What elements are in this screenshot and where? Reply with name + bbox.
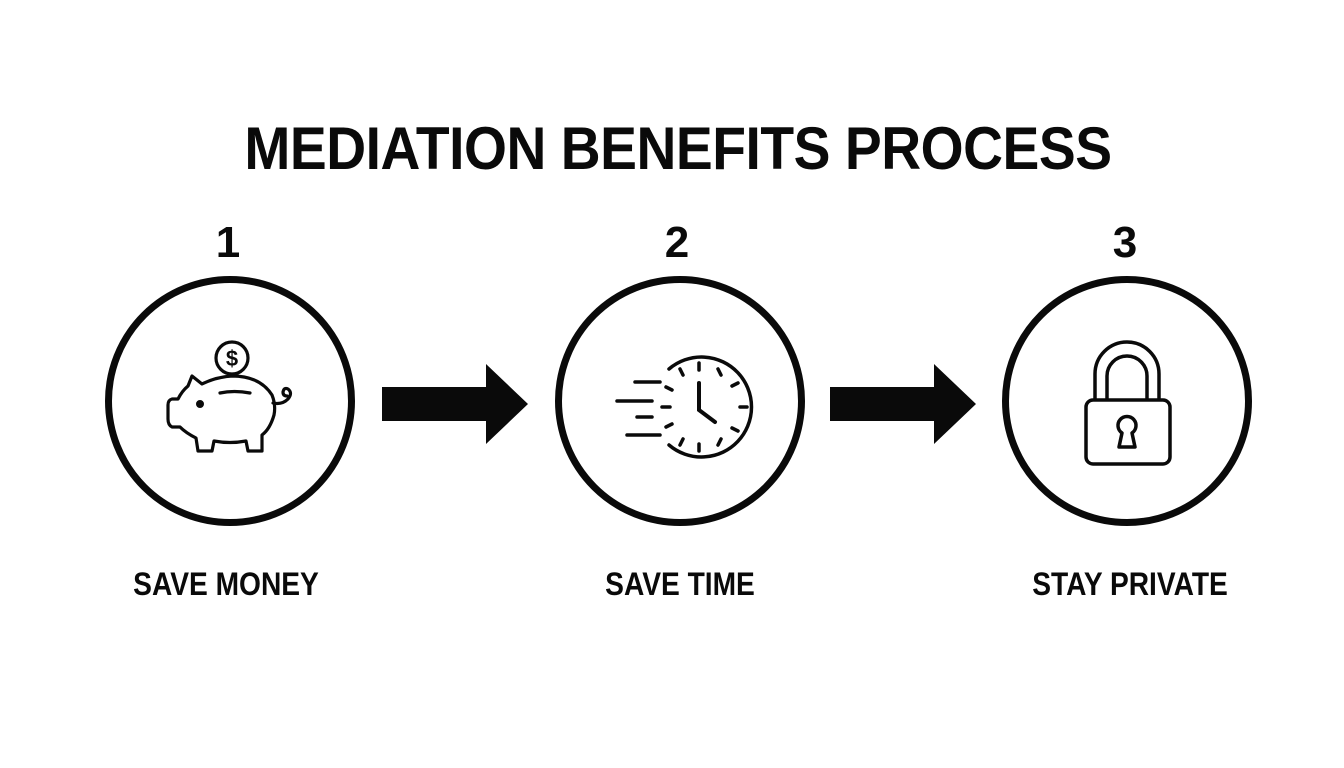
- step-circle: [1002, 276, 1252, 526]
- step-label: SAVE TIME: [605, 566, 755, 602]
- svg-text:$: $: [226, 346, 238, 371]
- step-number: 2: [664, 218, 690, 267]
- fast-clock-icon: [615, 355, 754, 459]
- step-number: 1: [215, 218, 241, 267]
- step-label: SAVE MONEY: [133, 566, 319, 602]
- step-circle: [555, 276, 805, 526]
- arrow-right-icon: [830, 364, 976, 444]
- arrow-right-icon: [382, 364, 528, 444]
- step-circle: $: [105, 276, 355, 526]
- padlock-icon: [1084, 340, 1172, 466]
- step-number: 3: [1112, 218, 1138, 267]
- piggy-bank-icon: $: [166, 340, 293, 453]
- step-label: STAY PRIVATE: [1032, 566, 1228, 602]
- diagram-title: MEDIATION BENEFITS PROCESS: [244, 115, 1112, 182]
